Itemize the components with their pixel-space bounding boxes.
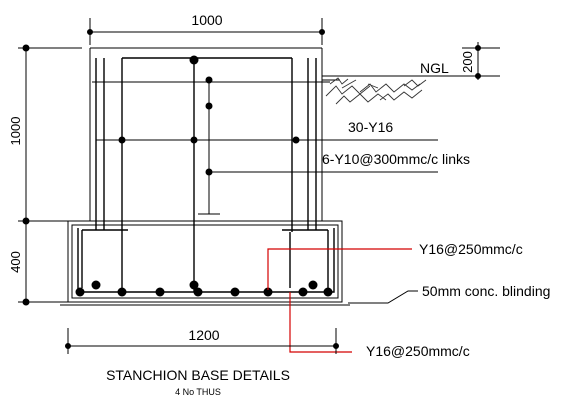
ngl-ground-line [322, 75, 470, 81]
base-outline [60, 220, 350, 306]
links-label: 6-Y10@300mmc/c links [322, 151, 470, 167]
blinding-leader [348, 290, 418, 304]
dim-ngl-depth-label: 200 [460, 51, 475, 73]
dim-column-width [87, 18, 325, 45]
base-bottom-bar-dots [75, 280, 333, 297]
blinding-label: 50mm conc. blinding [422, 283, 550, 299]
column-starter-bars [95, 57, 317, 292]
column-outline [89, 47, 323, 221]
top-mesh-label: Y16@250mmc/c [419, 241, 523, 257]
dim-base-width [65, 328, 339, 354]
dim-column-height-label: 1000 [8, 117, 23, 146]
ngl-label: NGL [420, 60, 449, 76]
soil-hatch [325, 77, 427, 105]
top-mesh-leader [267, 248, 412, 290]
base-reinforcement [77, 228, 335, 293]
dim-base-width-label: 1200 [188, 327, 219, 343]
dim-base-height-label: 400 [8, 251, 23, 273]
column-bar-dots [118, 55, 300, 176]
dim-ngl-depth [462, 42, 500, 80]
drawing-title: STANCHION BASE DETAILS [106, 367, 290, 383]
drawing-subtitle: 4 No THUS [175, 387, 221, 397]
bottom-mesh-leader [289, 292, 352, 353]
links-leader [198, 78, 220, 215]
main-bars-label: 30-Y16 [348, 119, 393, 135]
bottom-mesh-label: Y16@250mmc/c [366, 343, 470, 359]
dim-column-width-label: 1000 [191, 12, 222, 28]
